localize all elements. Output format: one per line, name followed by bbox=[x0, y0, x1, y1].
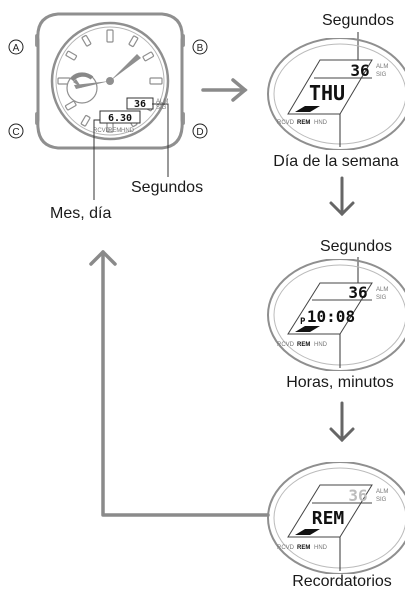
watch-indicator-alm: ALM bbox=[156, 99, 168, 105]
screen-3-indicator-sig: SIG bbox=[376, 497, 387, 503]
screen-1-indicator-hnd: HND bbox=[314, 120, 328, 126]
screen-1-indicator-rem: REM bbox=[297, 120, 310, 126]
screen-2-bar bbox=[295, 326, 320, 332]
screen-3-indicator-rem: REM bbox=[297, 545, 310, 551]
screen-2-indicator-hnd: HND bbox=[314, 342, 328, 348]
return-arrow bbox=[89, 250, 270, 517]
watch-indicator-rcvd: RCVD bbox=[93, 128, 111, 134]
screen-3-main-display: REM bbox=[312, 508, 345, 529]
button-b-label: B bbox=[192, 39, 208, 55]
screen-3-bar bbox=[295, 529, 320, 535]
hand-pivot bbox=[106, 77, 114, 85]
button-c-label: C bbox=[8, 123, 24, 139]
watch-indicator-hnd: HND bbox=[121, 128, 135, 134]
screen-2-top-label: Segundos bbox=[320, 238, 392, 255]
arrow-to-screen-2 bbox=[329, 176, 355, 217]
svg-text:C: C bbox=[12, 127, 19, 138]
screen-1-bar bbox=[295, 106, 320, 112]
watch-lcd-date: 6.30 bbox=[108, 113, 132, 124]
screen-1-bottom-label: Día de la semana bbox=[273, 153, 399, 170]
screen-1-top-label: Segundos bbox=[322, 12, 394, 29]
screen-3-indicator-hnd: HND bbox=[314, 545, 328, 551]
screen-1-seconds: 36 bbox=[350, 61, 369, 80]
screen-1-indicator-sig: SIG bbox=[376, 72, 387, 78]
watch-lcd-date-window bbox=[99, 110, 141, 124]
svg-text:A: A bbox=[13, 43, 20, 54]
screen-1-indicator-rcvd: RCVD bbox=[277, 120, 295, 126]
watch-dial bbox=[55, 26, 165, 136]
screen-3-indicator-alm: ALM bbox=[376, 489, 388, 495]
watch-indicator-rem: REM bbox=[108, 128, 121, 134]
screen-1-indicator-alm: ALM bbox=[376, 64, 388, 70]
screen-3-seconds: 36 bbox=[348, 486, 367, 505]
screen-2-indicator-sig: SIG bbox=[376, 295, 387, 301]
screen-2-bottom-label: Horas, minutos bbox=[286, 374, 394, 391]
screen-2-main-display: 10:08 bbox=[307, 307, 355, 326]
watch-illustration: 36 ALM SIG 6.30 RCVD REM HND A B C D Seg… bbox=[8, 12, 208, 222]
watch-lcd-seconds: 36 bbox=[134, 99, 146, 110]
button-a-label: A bbox=[8, 39, 24, 55]
callout-line-seconds bbox=[152, 103, 169, 177]
hour-hand bbox=[74, 81, 110, 89]
screen-2-indicator-rcvd: RCVD bbox=[277, 342, 295, 348]
callout-seconds-label: Segundos bbox=[131, 179, 203, 196]
callout-date-label: Mes, día bbox=[50, 205, 111, 222]
callout-line-date bbox=[93, 119, 100, 200]
screen-2-seconds: 36 bbox=[348, 283, 367, 302]
subdial-arc bbox=[70, 72, 94, 82]
screen-2-indicator-alm: ALM bbox=[376, 287, 388, 293]
arrow-to-screen-3 bbox=[329, 401, 355, 443]
screen-2-pm-indicator: P bbox=[300, 317, 306, 327]
screen-1-main-display: THU bbox=[309, 81, 345, 105]
watch-indicator-sig: SIG bbox=[156, 105, 167, 111]
screen-3-bottom-label: Recordatorios bbox=[292, 573, 392, 589]
button-d-label: D bbox=[192, 123, 208, 139]
svg-text:D: D bbox=[196, 127, 203, 138]
screen-3-indicator-rcvd: RCVD bbox=[277, 545, 295, 551]
arrow-to-screen-1 bbox=[201, 78, 248, 102]
minute-hand bbox=[110, 54, 141, 81]
svg-text:B: B bbox=[197, 43, 204, 54]
screen-2-indicator-rem: REM bbox=[297, 342, 310, 348]
